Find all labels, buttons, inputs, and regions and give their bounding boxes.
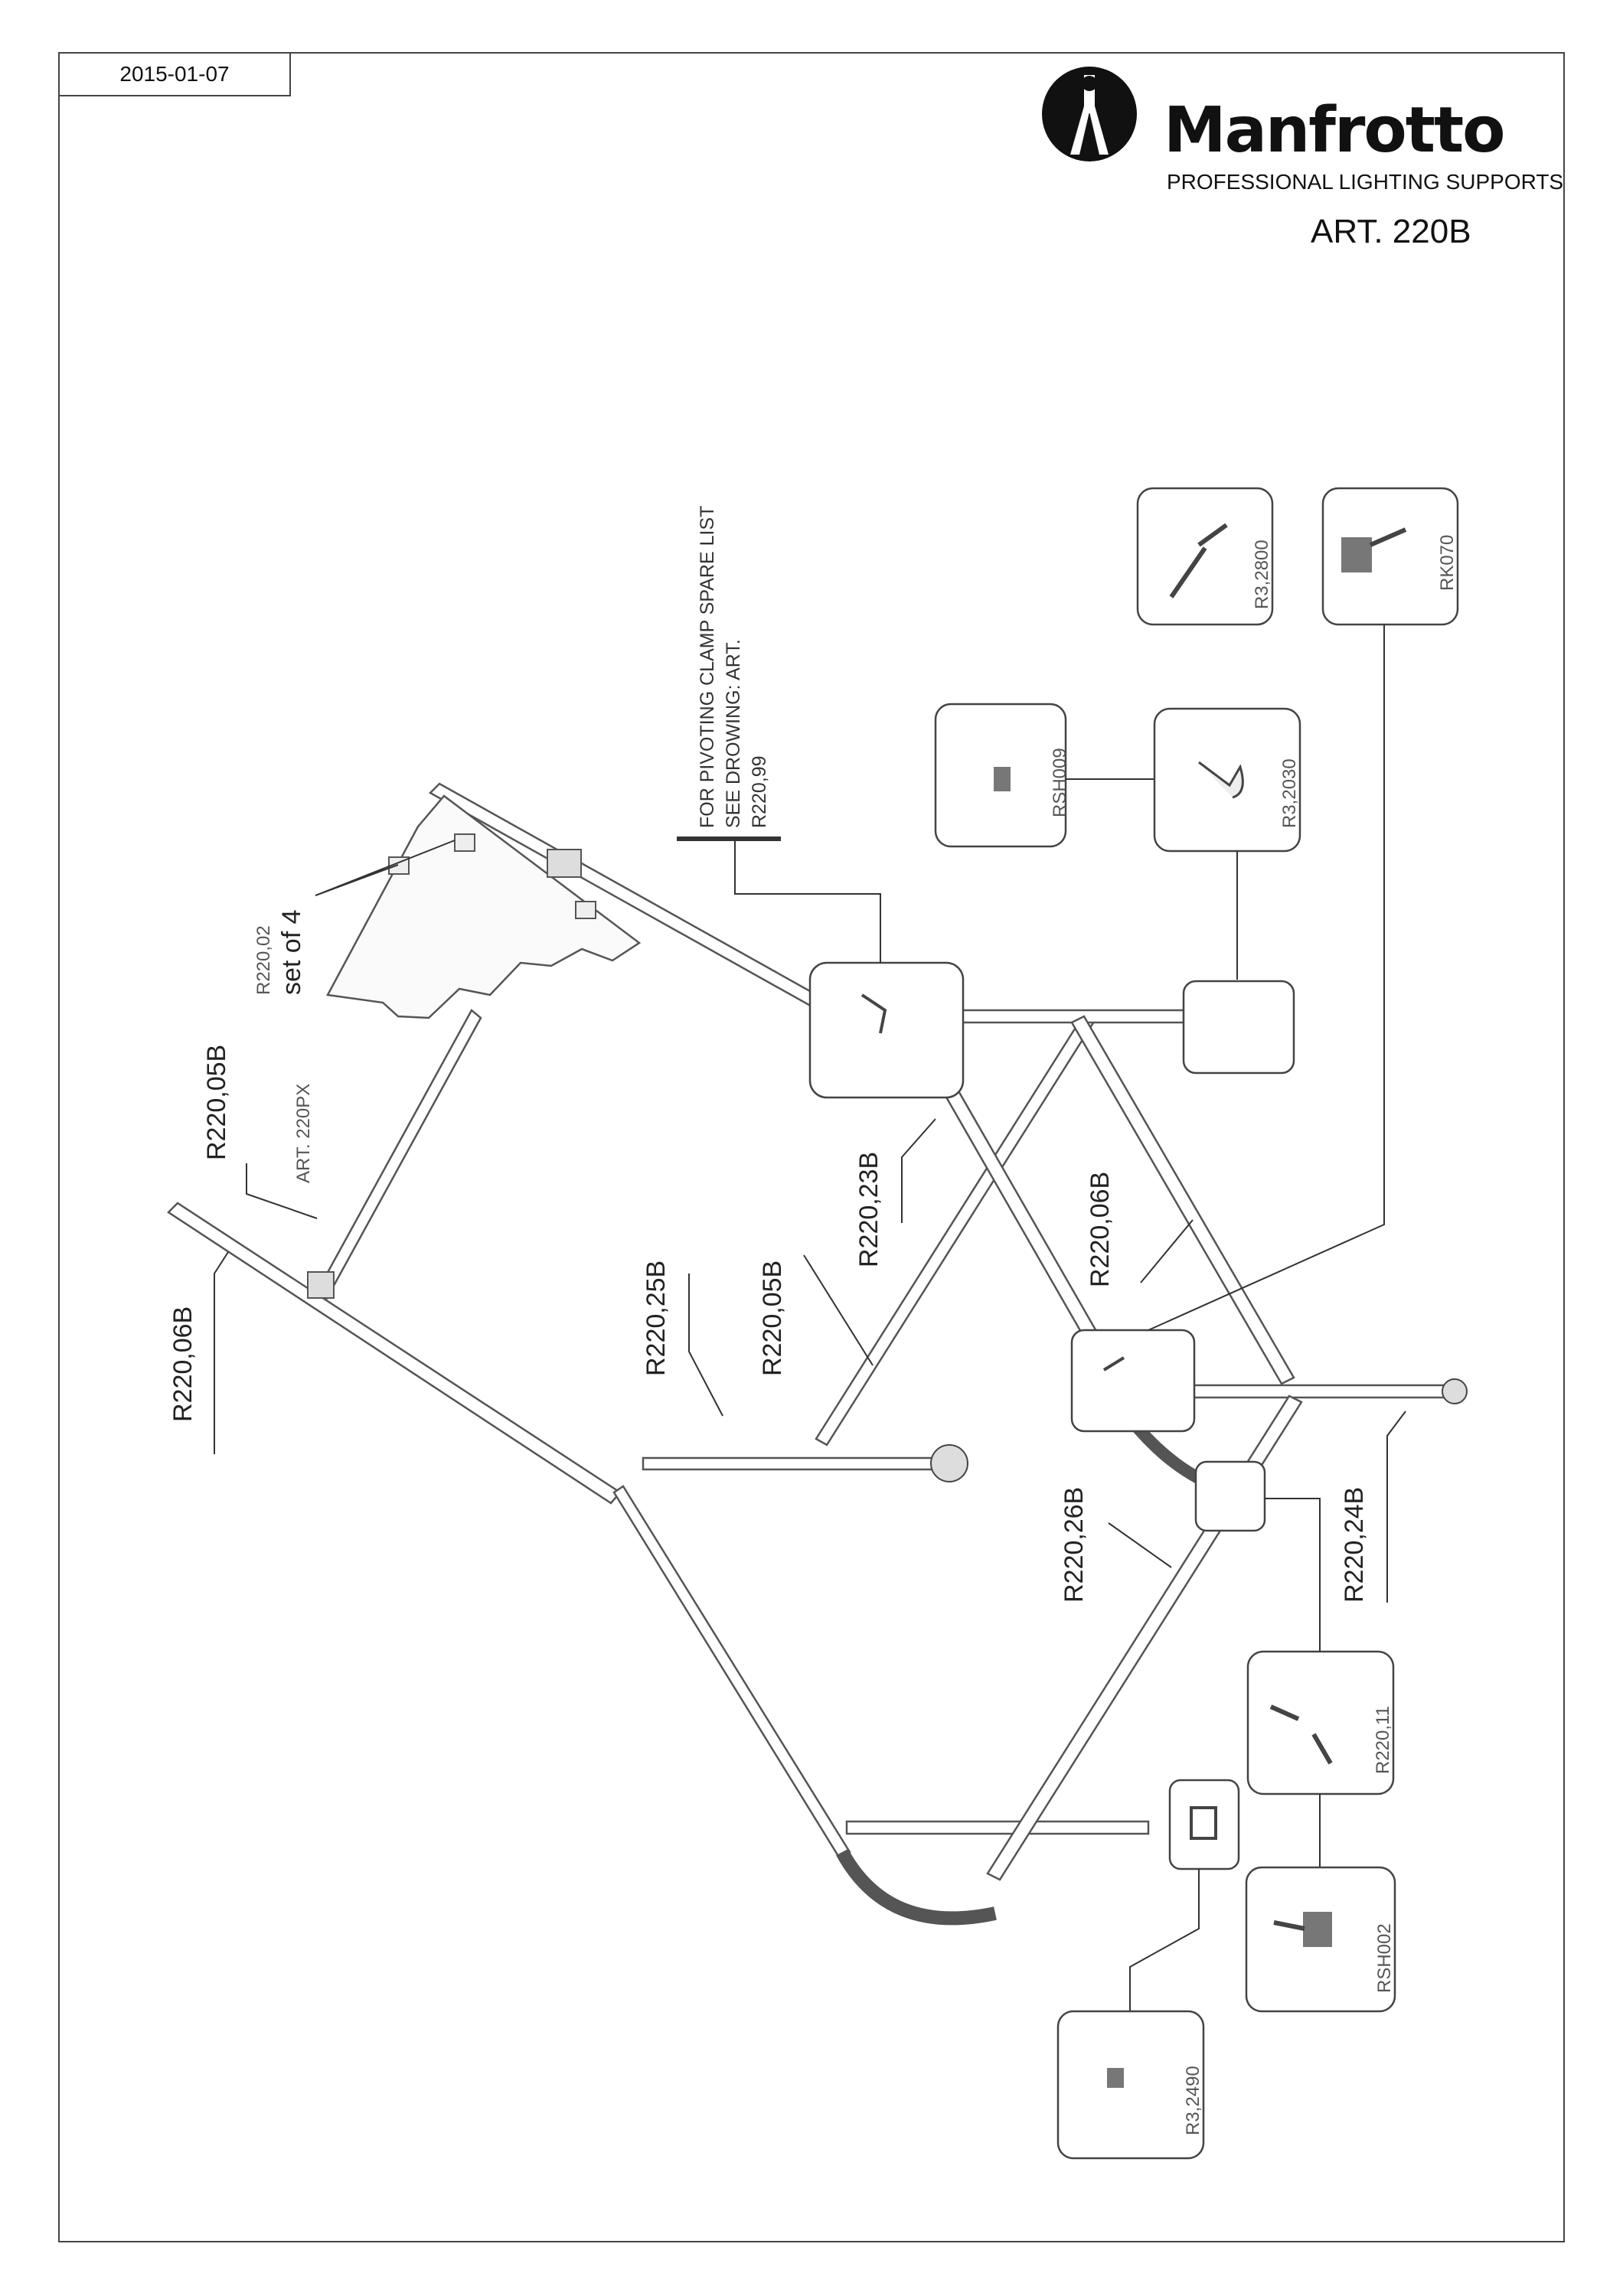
label-set-of-4: set of 4	[277, 909, 306, 995]
leader-r220-25b	[688, 1274, 723, 1417]
part-box-r3-2800: R3,2800	[1136, 487, 1274, 626]
callout-r3-2490-mount	[1168, 1779, 1240, 1870]
pivot-clamp-icon	[860, 993, 887, 1034]
tube-r220-25b	[642, 1456, 966, 1471]
callout-pivot-clamp	[808, 961, 965, 1099]
swivel-adapter-icon	[1198, 761, 1244, 799]
part-label-r3-2490: R3,2490	[1183, 2066, 1203, 2135]
part-label-rk070: RK070	[1437, 535, 1458, 591]
label-r220-23b: R220,23B	[854, 1152, 883, 1267]
label-r220-25b: R220,25B	[642, 1261, 671, 1376]
label-r220-05b-mid: R220,05B	[758, 1261, 787, 1376]
clip-r220-02-c	[575, 901, 596, 919]
clamp-handle-icon	[1102, 1356, 1125, 1371]
brand-tagline: PROFESSIONAL LIGHTING SUPPORTS	[1167, 170, 1564, 194]
spigot-icon	[1190, 1806, 1217, 1840]
part-box-r3-2490: R3,2490	[1056, 2010, 1205, 2160]
date-stamp: 2015-01-07	[58, 52, 291, 96]
note-line-1: FOR PIVOTING CLAMP SPARE LIST	[697, 506, 718, 828]
spigot-adapter-icon	[1107, 2068, 1124, 2088]
upper-frame	[167, 782, 863, 1505]
part-label-r3-2800: R3,2800	[1252, 540, 1272, 609]
tube-joint-b	[547, 849, 582, 878]
tube-end-cap	[1442, 1378, 1468, 1404]
label-r220-05b-top: R220,05B	[202, 1045, 231, 1160]
callout-r3-2030-mount	[1182, 980, 1295, 1075]
leader-r220-24b	[1386, 1411, 1406, 1603]
article-number: ART. 220B	[1311, 213, 1471, 250]
label-r220-06b-right: R220,06B	[1086, 1172, 1115, 1287]
leader-r220-23b	[901, 1118, 936, 1223]
tube-r220-06b-left	[167, 1202, 622, 1505]
label-r220-24b: R220,24B	[1340, 1487, 1369, 1603]
part-box-rk070: RK070	[1321, 487, 1459, 626]
part-box-rsh002: RSH002	[1245, 1866, 1396, 2013]
part-box-r3-2030: R3,2030	[1153, 707, 1301, 853]
connector-rk070	[1148, 625, 1385, 1331]
part-box-r220-11: R220,11	[1246, 1650, 1395, 1795]
label-r220-06b-left: R220,06B	[168, 1306, 198, 1422]
spare-part-boxes: RSH009 R3,2030 R3,2800 RK070 R220,11	[934, 487, 1459, 2160]
manfrotto-logo-icon	[1042, 67, 1137, 161]
part-label-r3-2030: R3,2030	[1279, 758, 1300, 828]
tube-bottom-horizontal	[845, 1820, 1150, 1835]
connector-note	[734, 839, 881, 963]
connector-r220-11	[1265, 1498, 1321, 1652]
part-label-r220-11: R220,11	[1373, 1706, 1393, 1774]
part-label-rsh009: RSH009	[1050, 748, 1070, 817]
leader-r220-06b-right	[1140, 1219, 1194, 1283]
leader-r220-02	[315, 840, 456, 896]
tube-joint-a	[307, 1271, 335, 1299]
connector-r3-2490	[1129, 1869, 1200, 2011]
tube-r220-05b-top	[315, 1009, 482, 1301]
clamp-body-icon	[1303, 1912, 1332, 1947]
note-line-2: SEE DROWING: ART.	[723, 639, 744, 828]
reflector-panel	[326, 794, 642, 1019]
tube-left-lower	[612, 1485, 851, 1861]
callout-rk070-mount	[1070, 1329, 1196, 1433]
knob-icon	[1341, 537, 1372, 572]
part-box-rsh009: RSH009	[934, 703, 1070, 848]
label-r220-26b: R220,26B	[1060, 1487, 1089, 1603]
lock-screw-icon	[1269, 1704, 1333, 1765]
part-callout-frames	[808, 961, 1295, 1870]
knob-handle-icon	[1369, 527, 1407, 547]
tube-r220-06b-right	[1070, 1015, 1295, 1385]
clip-r220-02-b	[454, 833, 475, 852]
leader-r220-06b-left	[214, 1251, 229, 1454]
clamp-lever-icon	[1273, 1920, 1305, 1931]
brand-name: Manfrotto	[1164, 94, 1505, 167]
sleeve-icon	[994, 767, 1011, 791]
leader-r220-26b	[1108, 1522, 1172, 1568]
label-art-220px: ART. 220PX	[293, 1084, 314, 1183]
callout-r220-11-mount	[1194, 1460, 1266, 1532]
curved-tube-bottom	[836, 1848, 997, 1926]
callout-labels: R220,06B R220,05B ART. 220PX R220,02 set…	[168, 840, 1406, 1603]
part-label-rsh002: RSH002	[1374, 1923, 1395, 1993]
leader-r220-05b-mid	[803, 1254, 874, 1366]
label-r220-02: R220,02	[253, 925, 274, 995]
note-line-3: R220,99	[749, 755, 770, 828]
pivoting-clamp-note: FOR PIVOTING CLAMP SPARE LIST SEE DROWIN…	[677, 506, 881, 963]
sheet-frame	[58, 52, 1565, 2242]
handle-screw-icon	[1169, 523, 1228, 598]
clamp-knob-left	[930, 1444, 968, 1482]
leader-r220-05b-top	[246, 1163, 318, 1219]
